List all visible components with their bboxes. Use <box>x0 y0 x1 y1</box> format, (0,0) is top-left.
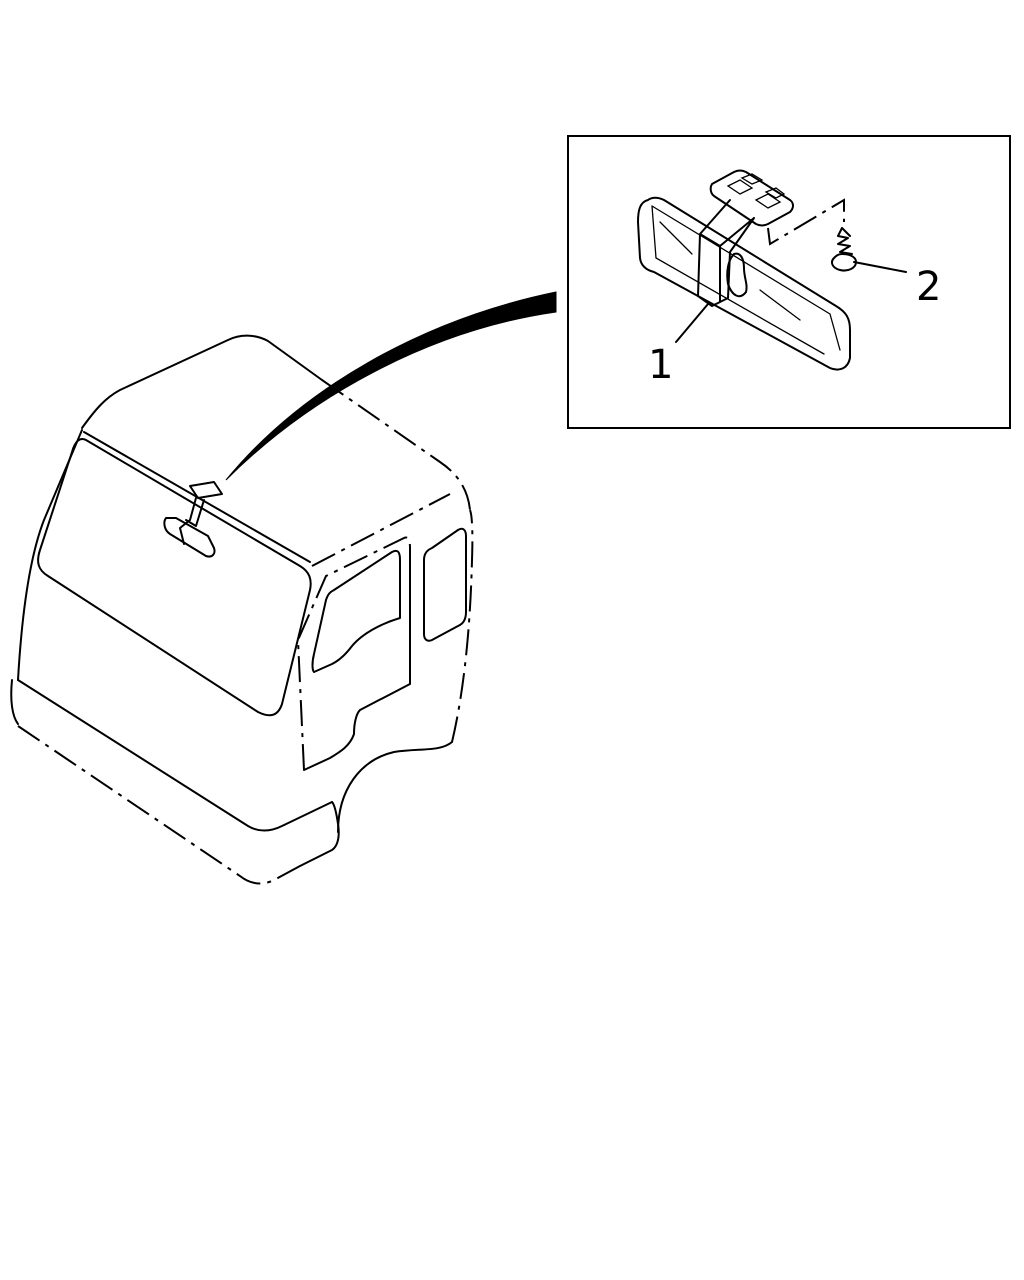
windshield <box>37 438 312 717</box>
rear-quarter-window <box>423 527 467 642</box>
detail-inset-frame <box>567 135 1011 429</box>
mirror-glass-reflection-1 <box>659 221 693 255</box>
cab-mirror-body <box>163 517 216 558</box>
callout-2-label: 2 <box>916 264 941 310</box>
front-bumper-lower <box>10 679 19 725</box>
mirror-stem <box>697 199 755 307</box>
cab-mirror-bracket <box>189 481 223 499</box>
mounting-screw <box>831 227 857 272</box>
mirror-glass-reflection-2 <box>759 289 801 321</box>
body-side-lower <box>451 509 474 743</box>
bumper-corner <box>299 801 340 867</box>
callout-1-label: 1 <box>648 342 673 388</box>
roof-side-line <box>311 493 451 567</box>
door-window <box>311 549 401 673</box>
screw-alignment-line <box>767 198 845 246</box>
cab-mirror-stem <box>179 497 205 545</box>
bumper-bottom-line <box>17 725 301 885</box>
mount-plate-slot-1 <box>726 179 754 195</box>
cab-front-corner <box>17 429 83 681</box>
screw-head <box>831 253 857 272</box>
door-rear-edge <box>303 547 411 771</box>
wheel-arch <box>337 741 453 833</box>
detail-leader-wedge <box>225 291 557 481</box>
mirror-mount-plate <box>709 169 794 227</box>
mount-plate-slot-2 <box>754 193 782 209</box>
rearview-mirror-assembly <box>637 169 851 371</box>
mirror-stem-clip <box>726 252 748 298</box>
callout-2-leader <box>853 261 907 273</box>
cab-roof-outline <box>81 334 323 429</box>
truck-cab <box>10 334 474 885</box>
callout-1-leader <box>675 303 709 343</box>
front-bumper-upper <box>17 679 333 832</box>
mirror-body <box>637 196 851 371</box>
mirror-glass-edge <box>651 205 841 355</box>
mount-plate-slot-3 <box>740 173 786 199</box>
cab-roof-rear-edge <box>321 379 471 511</box>
screw-thread <box>837 227 853 255</box>
